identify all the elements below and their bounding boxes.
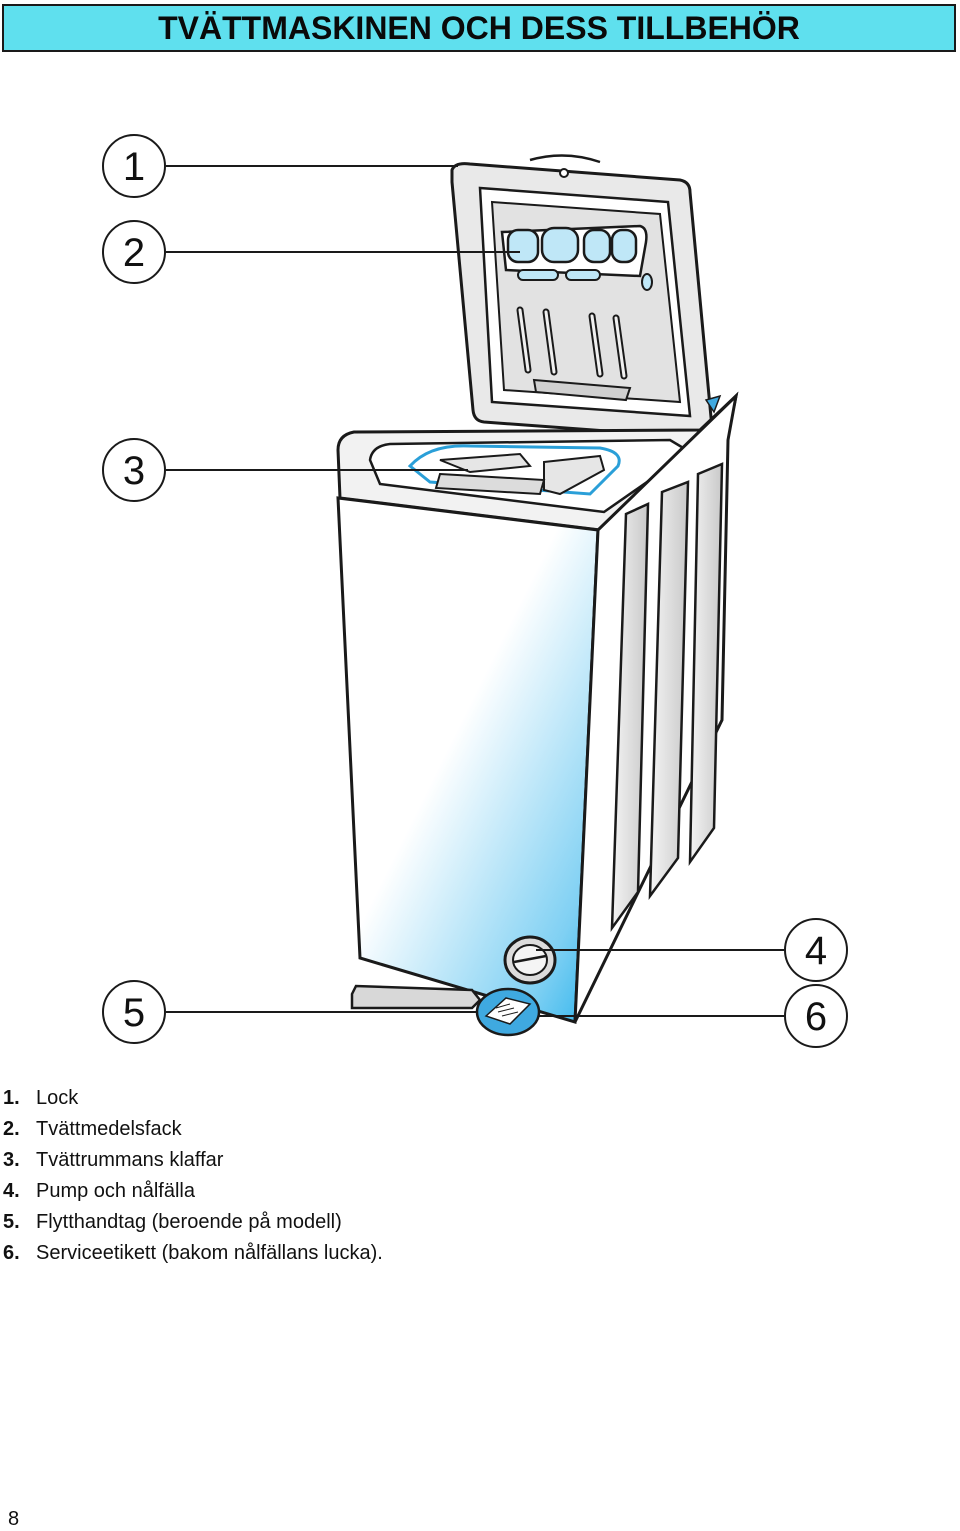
- svg-text:6: 6: [805, 995, 827, 1039]
- legend-number: 4.: [3, 1180, 20, 1202]
- service-label: [475, 987, 541, 1037]
- svg-text:5: 5: [123, 991, 145, 1035]
- legend-item: 6. Serviceetikett (bakom nålfällans lucka…: [3, 1238, 383, 1269]
- legend-number: 6.: [3, 1242, 20, 1264]
- callout-lines: [166, 165, 784, 1017]
- legend-number: 1.: [3, 1087, 20, 1109]
- page-title: TVÄTTMASKINEN OCH DESS TILLBEHÖR: [158, 9, 800, 46]
- legend-number: 3.: [3, 1149, 20, 1171]
- svg-text:2: 2: [123, 231, 145, 275]
- callout-2: 2: [102, 220, 166, 284]
- legend-item: 5. Flytthandtag (beroende på modell): [3, 1207, 383, 1238]
- callout-5: 5: [102, 980, 166, 1044]
- callout-4: 4: [784, 918, 848, 982]
- svg-text:4: 4: [805, 929, 827, 973]
- svg-text:3: 3: [123, 449, 145, 493]
- svg-text:1: 1: [123, 145, 145, 189]
- legend-item: 4. Pump och nålfälla: [3, 1176, 383, 1207]
- moving-handle: [350, 984, 482, 1010]
- legend-item: 1. Lock: [3, 1083, 383, 1114]
- callout-6: 6: [784, 984, 848, 1048]
- legend-text: Tvättrummans klaffar: [36, 1149, 224, 1171]
- page-header: TVÄTTMASKINEN OCH DESS TILLBEHÖR: [2, 4, 956, 52]
- legend-text: Flytthandtag (beroende på modell): [36, 1211, 342, 1233]
- legend-number: 5.: [3, 1211, 20, 1233]
- side-panel: [573, 391, 739, 1023]
- legend-item: 2. Tvättmedelsfack: [3, 1114, 383, 1145]
- legend-number: 2.: [3, 1118, 20, 1140]
- parts-legend: 1. Lock 2. Tvättmedelsfack 3. Tvättrummans …: [3, 1083, 383, 1269]
- legend-text: Tvättmedelsfack: [36, 1118, 182, 1140]
- legend-text: Pump och nålfälla: [36, 1180, 195, 1202]
- callout-3: 3: [102, 438, 166, 502]
- pump-trap-cover: [503, 935, 557, 985]
- detergent-dispenser: [500, 224, 653, 402]
- page-number: 8: [8, 1508, 20, 1530]
- legend-text: Lock: [36, 1087, 79, 1109]
- front-panel: [336, 496, 600, 1024]
- legend-text: Serviceetikett (bakom nålfällans lucka).: [36, 1242, 383, 1264]
- washing-machine-figure: 1 2 3 4 5 6: [102, 134, 848, 1048]
- legend-item: 3. Tvättrummans klaffar: [3, 1145, 383, 1176]
- callout-1: 1: [102, 134, 166, 198]
